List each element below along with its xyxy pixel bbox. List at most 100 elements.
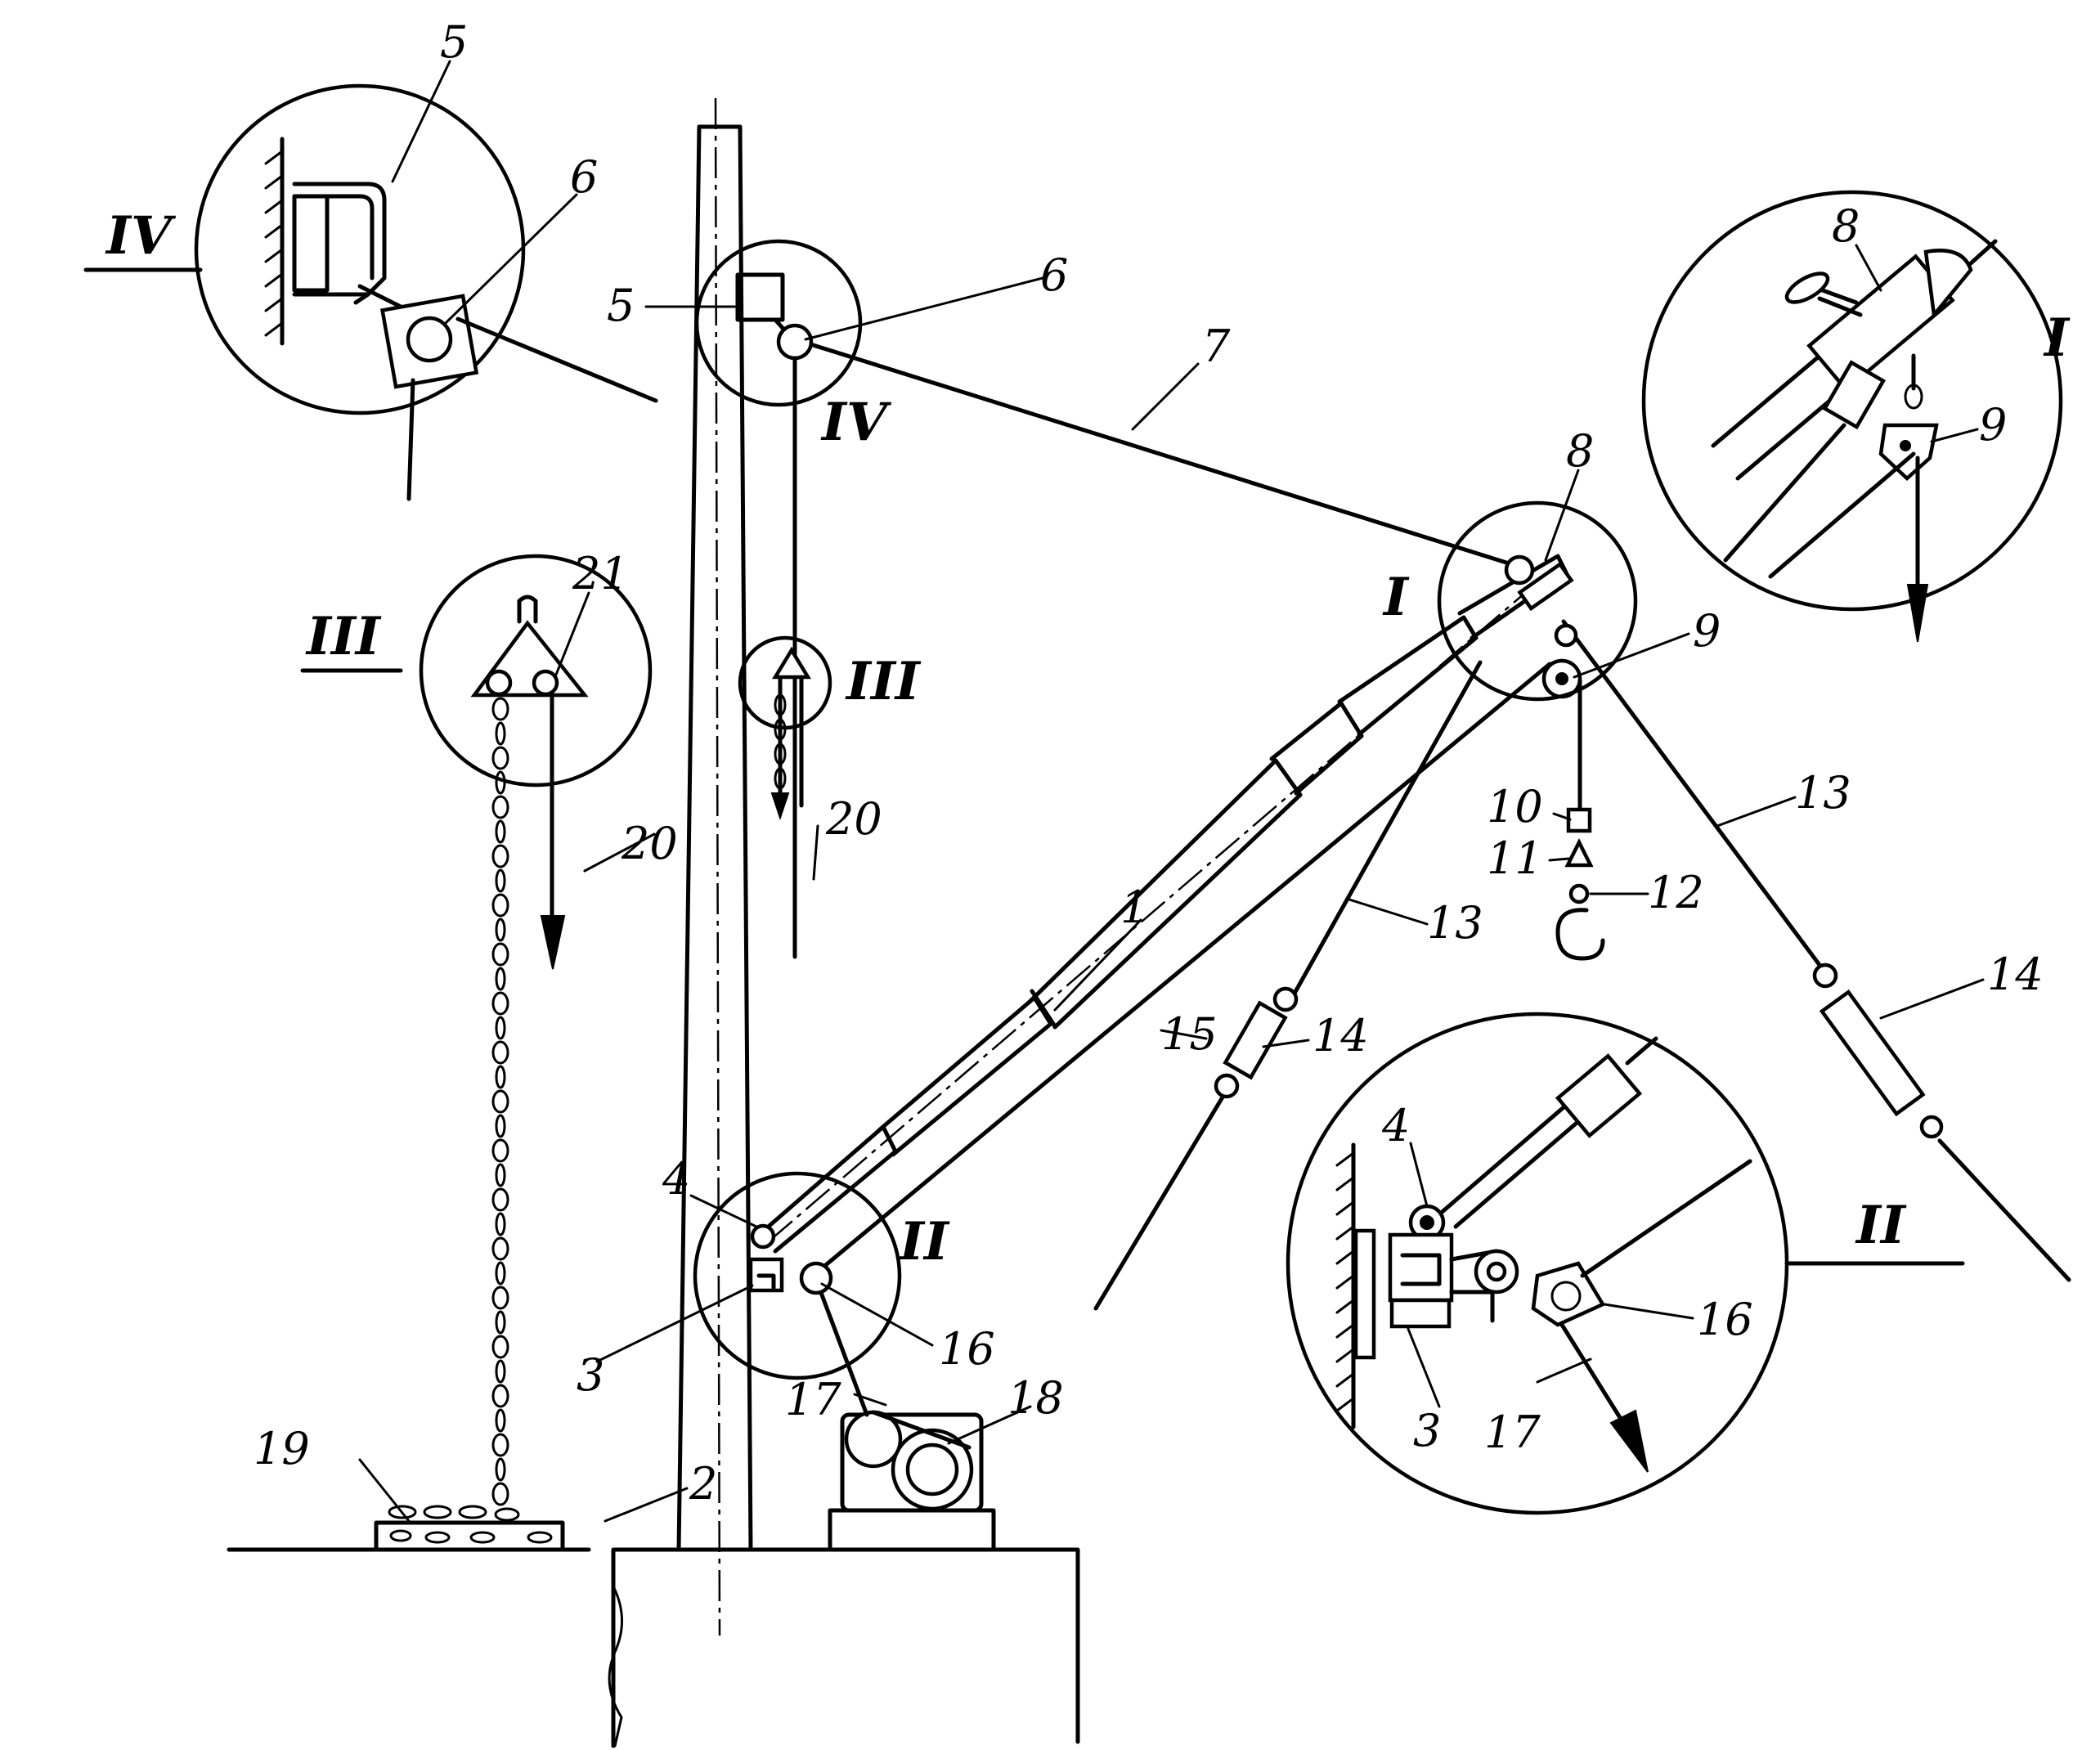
callout-7: 7 <box>1202 321 1231 372</box>
callout-19: 19 <box>254 1423 310 1474</box>
detail-labels: IV IV III III I I II II <box>105 205 2071 1272</box>
chain-link <box>495 1114 506 1138</box>
callout-16-inset: 16 <box>1697 1294 1753 1345</box>
detail-label-I-inset: I <box>2043 307 2071 369</box>
callout-17-inset: 17 <box>1484 1407 1541 1458</box>
chain-link <box>495 868 506 893</box>
detail-label-III-main: III <box>845 651 922 712</box>
chain-link <box>495 721 506 746</box>
callout-8-inset: 8 <box>1832 200 1860 252</box>
callout-16: 16 <box>939 1323 995 1375</box>
chain-link <box>491 795 509 819</box>
callout-17: 17 <box>785 1374 841 1425</box>
chain-link <box>491 1040 509 1065</box>
chain-link <box>491 942 509 967</box>
chain-link <box>495 1016 506 1040</box>
inset-III <box>300 554 653 970</box>
boom <box>756 554 1568 1254</box>
callout-11: 11 <box>1487 832 1543 884</box>
chain-link <box>495 1212 506 1236</box>
callout-12: 12 <box>1648 867 1704 918</box>
winch <box>828 1410 996 1552</box>
mast <box>676 97 753 1636</box>
callout-3: 3 <box>577 1349 604 1401</box>
chain-link <box>491 746 509 770</box>
callout-13-left: 13 <box>1427 897 1483 949</box>
callout-9-inset: 9 <box>1979 399 2007 451</box>
anchor-plate <box>374 1520 565 1552</box>
chain-link <box>491 893 509 918</box>
mast-pulley-III <box>770 646 811 821</box>
detail-label-IV-main: IV <box>820 392 892 453</box>
winch-cable <box>815 1281 869 1417</box>
ground-chain <box>491 697 509 1506</box>
guy-rope-left <box>1093 660 1483 1311</box>
callout-20-left: 20 <box>621 818 678 869</box>
detail-label-IV-inset: IV <box>105 205 177 267</box>
chain-link <box>495 1310 506 1335</box>
callout-3-inset: 3 <box>1413 1405 1441 1456</box>
detail-circle-II-main <box>693 1171 902 1380</box>
callout-5-inset: 5 <box>440 16 468 68</box>
chain-link <box>495 967 506 991</box>
detail-label-II-main: II <box>898 1211 950 1272</box>
callout-4: 4 <box>662 1153 690 1205</box>
chain-link <box>491 1335 509 1359</box>
chain-link <box>491 697 509 721</box>
callout-4-inset: 4 <box>1381 1100 1410 1151</box>
mast-bracket-top <box>735 272 814 959</box>
detail-circle-I-main <box>1437 500 1638 702</box>
chain-link <box>495 1457 506 1482</box>
detail-label-II-inset: II <box>1855 1195 1907 1256</box>
leader-lines <box>358 60 1985 1523</box>
chain-link <box>495 1065 506 1089</box>
chain-link <box>491 1187 509 1212</box>
ground-chain-horizontal <box>388 1505 520 1522</box>
cable-15 <box>815 662 1552 1274</box>
callout-15: 15 <box>1161 1008 1218 1060</box>
chain-link <box>495 770 506 795</box>
chain-link <box>491 1138 509 1163</box>
chain-link <box>495 1163 506 1187</box>
callout-10: 10 <box>1487 781 1543 832</box>
chain-link <box>491 1482 509 1506</box>
guy-rope-right <box>1561 619 2071 1282</box>
callout-20-mast: 20 <box>825 793 882 845</box>
chain-link <box>495 1359 506 1384</box>
detail-circle-III-main <box>738 635 832 730</box>
chain-link <box>491 1236 509 1261</box>
callout-21: 21 <box>572 548 629 599</box>
callouts: 1 2 3 4 5 6 7 8 9 10 11 12 13 13 14 14 1… <box>254 16 2044 1510</box>
chain-link <box>495 918 506 942</box>
callout-1: 1 <box>1120 882 1148 933</box>
inset-IV <box>83 83 658 501</box>
chain-link <box>491 991 509 1016</box>
callout-6-inset: 6 <box>570 151 598 203</box>
inset-I <box>1641 190 2063 643</box>
chain-link <box>491 1286 509 1310</box>
callout-5: 5 <box>607 280 635 331</box>
callout-9: 9 <box>1693 605 1721 657</box>
boom-head <box>1504 554 1582 699</box>
chain-link <box>495 1261 506 1286</box>
chain-link <box>491 1089 509 1114</box>
detail-circle-IV <box>694 239 863 407</box>
ground <box>227 1547 1080 1748</box>
chain-link <box>491 844 509 868</box>
chain-link <box>491 1433 509 1457</box>
callout-18: 18 <box>1007 1372 1064 1424</box>
load-hook <box>1555 678 1605 961</box>
callout-6: 6 <box>1040 249 1068 301</box>
callout-2: 2 <box>689 1458 717 1510</box>
cable-7 <box>792 337 1522 569</box>
callout-14-left: 14 <box>1312 1010 1369 1061</box>
chain-link <box>491 1384 509 1408</box>
callout-14-right: 14 <box>1987 949 2044 1000</box>
chain-link <box>495 1408 506 1433</box>
callout-13-right: 13 <box>1795 767 1851 819</box>
mast-base-II <box>748 1223 833 1295</box>
detail-label-I-main: I <box>1382 567 1410 628</box>
callout-8: 8 <box>1566 425 1594 477</box>
